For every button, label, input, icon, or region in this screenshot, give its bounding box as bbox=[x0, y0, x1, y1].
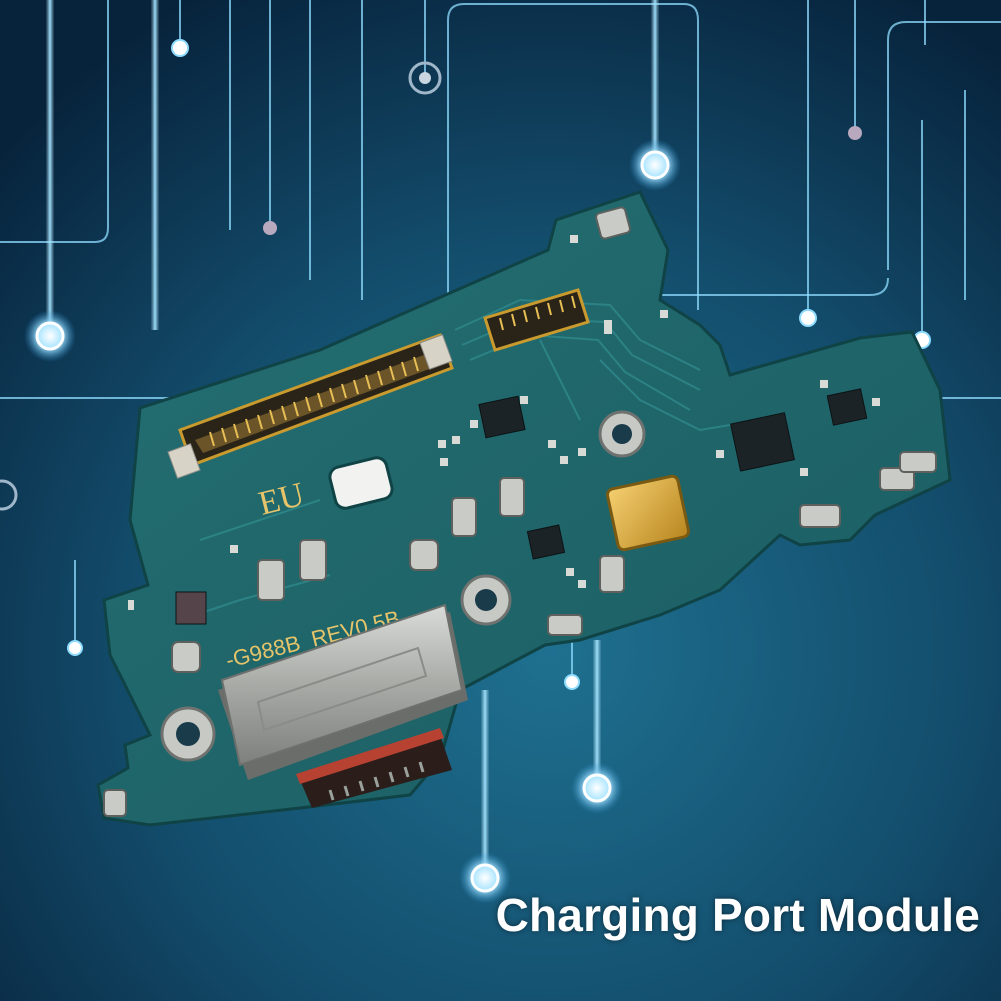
circuit-nodes bbox=[0, 39, 931, 904]
usb-c-port bbox=[218, 603, 468, 808]
smd-components bbox=[103, 206, 937, 817]
microphone-component bbox=[605, 474, 691, 552]
charging-port-pcb: EU -G988B_REV0.5B bbox=[96, 190, 952, 827]
board-to-board-connector-large bbox=[167, 333, 454, 479]
board-to-board-connector-small bbox=[483, 288, 590, 352]
mounting-holes bbox=[160, 410, 646, 762]
tiny-components bbox=[128, 235, 880, 610]
product-caption: Charging Port Module bbox=[495, 889, 980, 941]
pcb-window bbox=[328, 456, 394, 510]
ic-chips bbox=[175, 388, 868, 625]
